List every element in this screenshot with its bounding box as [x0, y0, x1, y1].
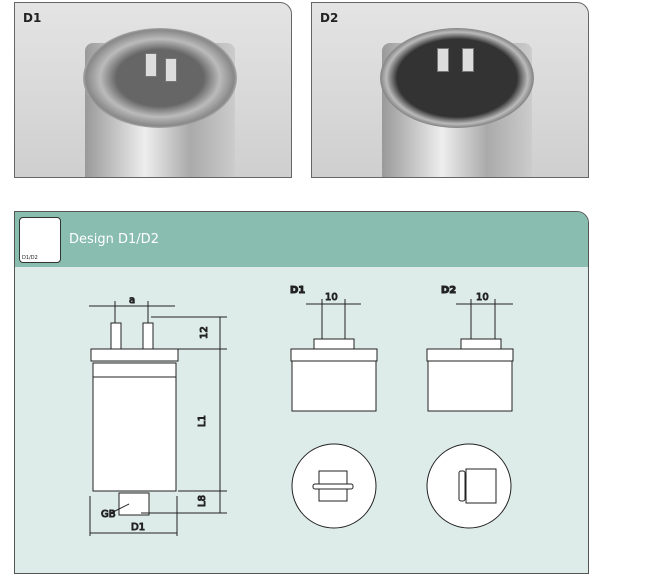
spacing-d1: 10 — [325, 292, 338, 303]
photo-label: D2 — [320, 11, 339, 25]
design-panel: D1/D2 Design D1/D2 a 12 L1 L8 GB D1 D1 1 — [14, 211, 589, 574]
photo-d2: D2 — [311, 2, 589, 178]
view-d1-label: D1 — [290, 285, 305, 296]
capacitor-top — [83, 28, 237, 128]
terminal — [437, 48, 449, 72]
capacitor-top — [380, 28, 534, 128]
dim-d1: D1 — [131, 522, 145, 533]
view-d2-label: D2 — [441, 285, 456, 296]
spacing-d2: 10 — [476, 292, 489, 303]
terminal — [145, 53, 157, 77]
terminal — [165, 58, 177, 82]
dim-l8: L8 — [197, 495, 208, 507]
terminal — [462, 48, 474, 72]
panel-header: D1/D2 Design D1/D2 — [15, 212, 588, 267]
dim-l1: L1 — [197, 415, 208, 427]
icon-label: D1/D2 — [22, 255, 38, 261]
technical-drawing: a 12 L1 L8 GB D1 D1 10 D2 10 — [89, 285, 514, 536]
photo-label: D1 — [23, 11, 42, 25]
dim-12: 12 — [199, 326, 210, 339]
panel-title: Design D1/D2 — [69, 232, 159, 247]
photo-d1: D1 — [14, 2, 292, 178]
design-icon: D1/D2 — [19, 217, 61, 263]
dim-a: a — [129, 295, 135, 306]
dim-gb: GB — [101, 509, 116, 520]
